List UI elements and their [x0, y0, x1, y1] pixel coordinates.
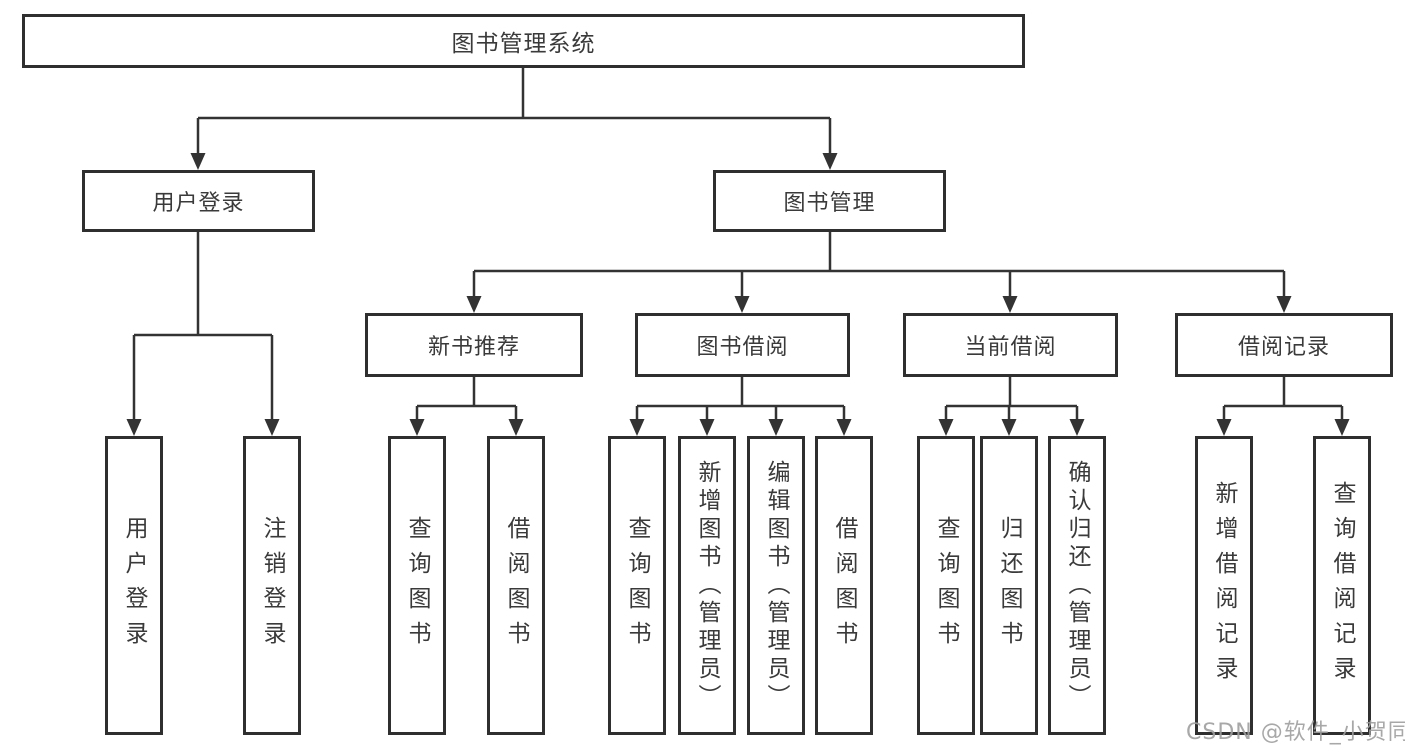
leaf-query-books-current: 查询图书: [917, 436, 975, 735]
arrowhead-icon: [734, 296, 750, 313]
node-book-borrowing: 图书借阅: [635, 313, 850, 377]
leaf-return-books: 归还图书: [980, 436, 1038, 735]
arrowhead-icon: [938, 419, 954, 436]
arrowhead-icon: [1276, 296, 1292, 313]
leaf-query-books-recommend: 查询图书: [388, 436, 446, 735]
leaf-query-books-borrowing: 查询图书: [608, 436, 666, 735]
csdn-watermark: CSDN @软件_小贺同学: [1186, 720, 1405, 745]
leaf-user-login: 用户登录: [105, 436, 163, 735]
arrowhead-icon: [822, 153, 838, 170]
arrowhead-icon: [466, 296, 482, 313]
arrowhead-icon: [836, 419, 852, 436]
node-borrowing-records: 借阅记录: [1175, 313, 1393, 377]
arrowhead-icon: [1216, 419, 1232, 436]
arrowhead-icon: [264, 419, 280, 436]
arrowhead-icon: [768, 419, 784, 436]
leaf-borrow-books: 借阅图书: [815, 436, 873, 735]
arrowhead-icon: [1069, 419, 1085, 436]
leaf-add-borrow-record: 新增借阅记录: [1195, 436, 1253, 735]
arrowhead-icon: [1334, 419, 1350, 436]
node-current-borrowing: 当前借阅: [903, 313, 1118, 377]
node-new-book-recommendation: 新书推荐: [365, 313, 583, 377]
node-book-management: 图书管理: [713, 170, 946, 232]
arrowhead-icon: [1002, 296, 1018, 313]
arrowhead-icon: [629, 419, 645, 436]
arrowhead-icon: [409, 419, 425, 436]
arrowhead-icon: [508, 419, 524, 436]
node-user-login: 用户登录: [82, 170, 315, 232]
arrowhead-icon: [1001, 419, 1017, 436]
node-library-management-system: 图书管理系统: [22, 14, 1025, 68]
leaf-add-book-admin: 新增图书（管理员）: [678, 436, 736, 735]
leaf-query-borrow-record: 查询借阅记录: [1313, 436, 1371, 735]
leaf-logout: 注销登录: [243, 436, 301, 735]
leaf-edit-book-admin: 编辑图书（管理员）: [747, 436, 805, 735]
arrowhead-icon: [126, 419, 142, 436]
leaf-borrow-books-recommend: 借阅图书: [487, 436, 545, 735]
arrowhead-icon: [190, 153, 206, 170]
leaf-confirm-return-admin: 确认归还（管理员）: [1048, 436, 1106, 735]
arrowhead-icon: [699, 419, 715, 436]
